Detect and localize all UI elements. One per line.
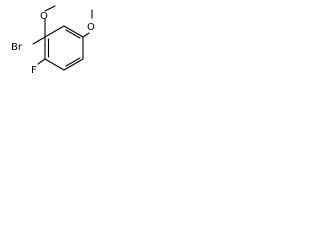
atom-label-oxygen-top: O bbox=[40, 11, 48, 22]
atom-label-oxygen-right: O bbox=[87, 22, 95, 33]
ring-double-bond-inner-c bbox=[65, 29, 81, 39]
molecule-structure-diagram: Br F O O bbox=[11, 5, 95, 76]
bond-c-f bbox=[37, 58, 46, 65]
bond-o-ch3-top bbox=[44, 5, 56, 12]
atom-label-fluorine: F bbox=[31, 65, 37, 76]
ring-bond-c3-c4 bbox=[63, 58, 84, 71]
ring-bond-c2-c3 bbox=[44, 58, 65, 71]
ring-bond-c5-c6 bbox=[63, 25, 84, 38]
ring-bond-c6-c1 bbox=[44, 25, 65, 38]
bond-c-br bbox=[32, 36, 46, 45]
atom-label-bromine: Br bbox=[11, 42, 23, 53]
ring-double-bond-inner-b bbox=[65, 57, 81, 67]
bond-c-o-right bbox=[82, 32, 90, 38]
